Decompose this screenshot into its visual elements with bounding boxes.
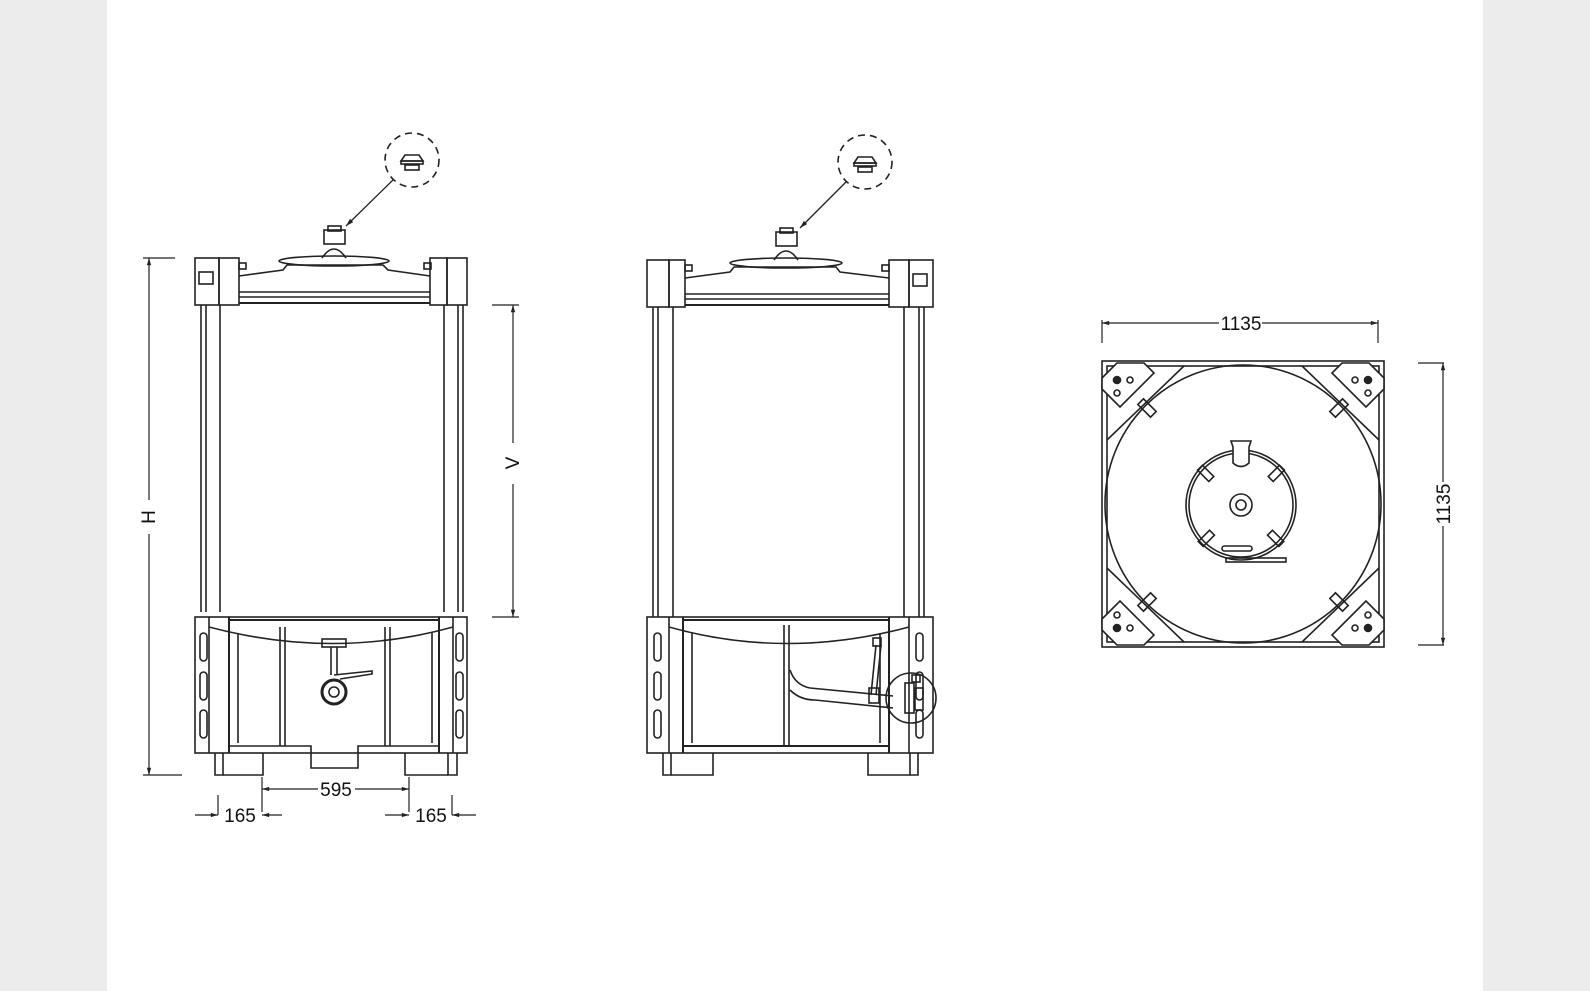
volume-label: V bbox=[503, 456, 524, 469]
drawing-canvas bbox=[107, 0, 1483, 991]
corner-bracket-bottom-left bbox=[1101, 567, 1185, 646]
top-width-label: 1135 bbox=[1221, 314, 1262, 335]
front-view bbox=[194, 132, 468, 776]
top-view bbox=[1101, 360, 1385, 648]
side-view bbox=[646, 134, 937, 776]
corner-bracket-bottom-right bbox=[1301, 567, 1385, 646]
vent-cap-detail-callout bbox=[345, 132, 440, 227]
corner-bracket-top-right bbox=[1301, 362, 1385, 441]
center-gap-label: 595 bbox=[320, 780, 352, 801]
corner-bracket-top-left bbox=[1101, 362, 1185, 441]
top-depth-label: 1135 bbox=[1434, 484, 1455, 525]
front-view-dimensions bbox=[143, 257, 519, 818]
vent-cap-detail-callout-side bbox=[799, 134, 893, 229]
top-view-dimensions bbox=[1101, 320, 1446, 646]
height-label: H bbox=[139, 510, 160, 524]
right-offset-label: 165 bbox=[415, 806, 447, 827]
left-offset-label: 165 bbox=[224, 806, 256, 827]
